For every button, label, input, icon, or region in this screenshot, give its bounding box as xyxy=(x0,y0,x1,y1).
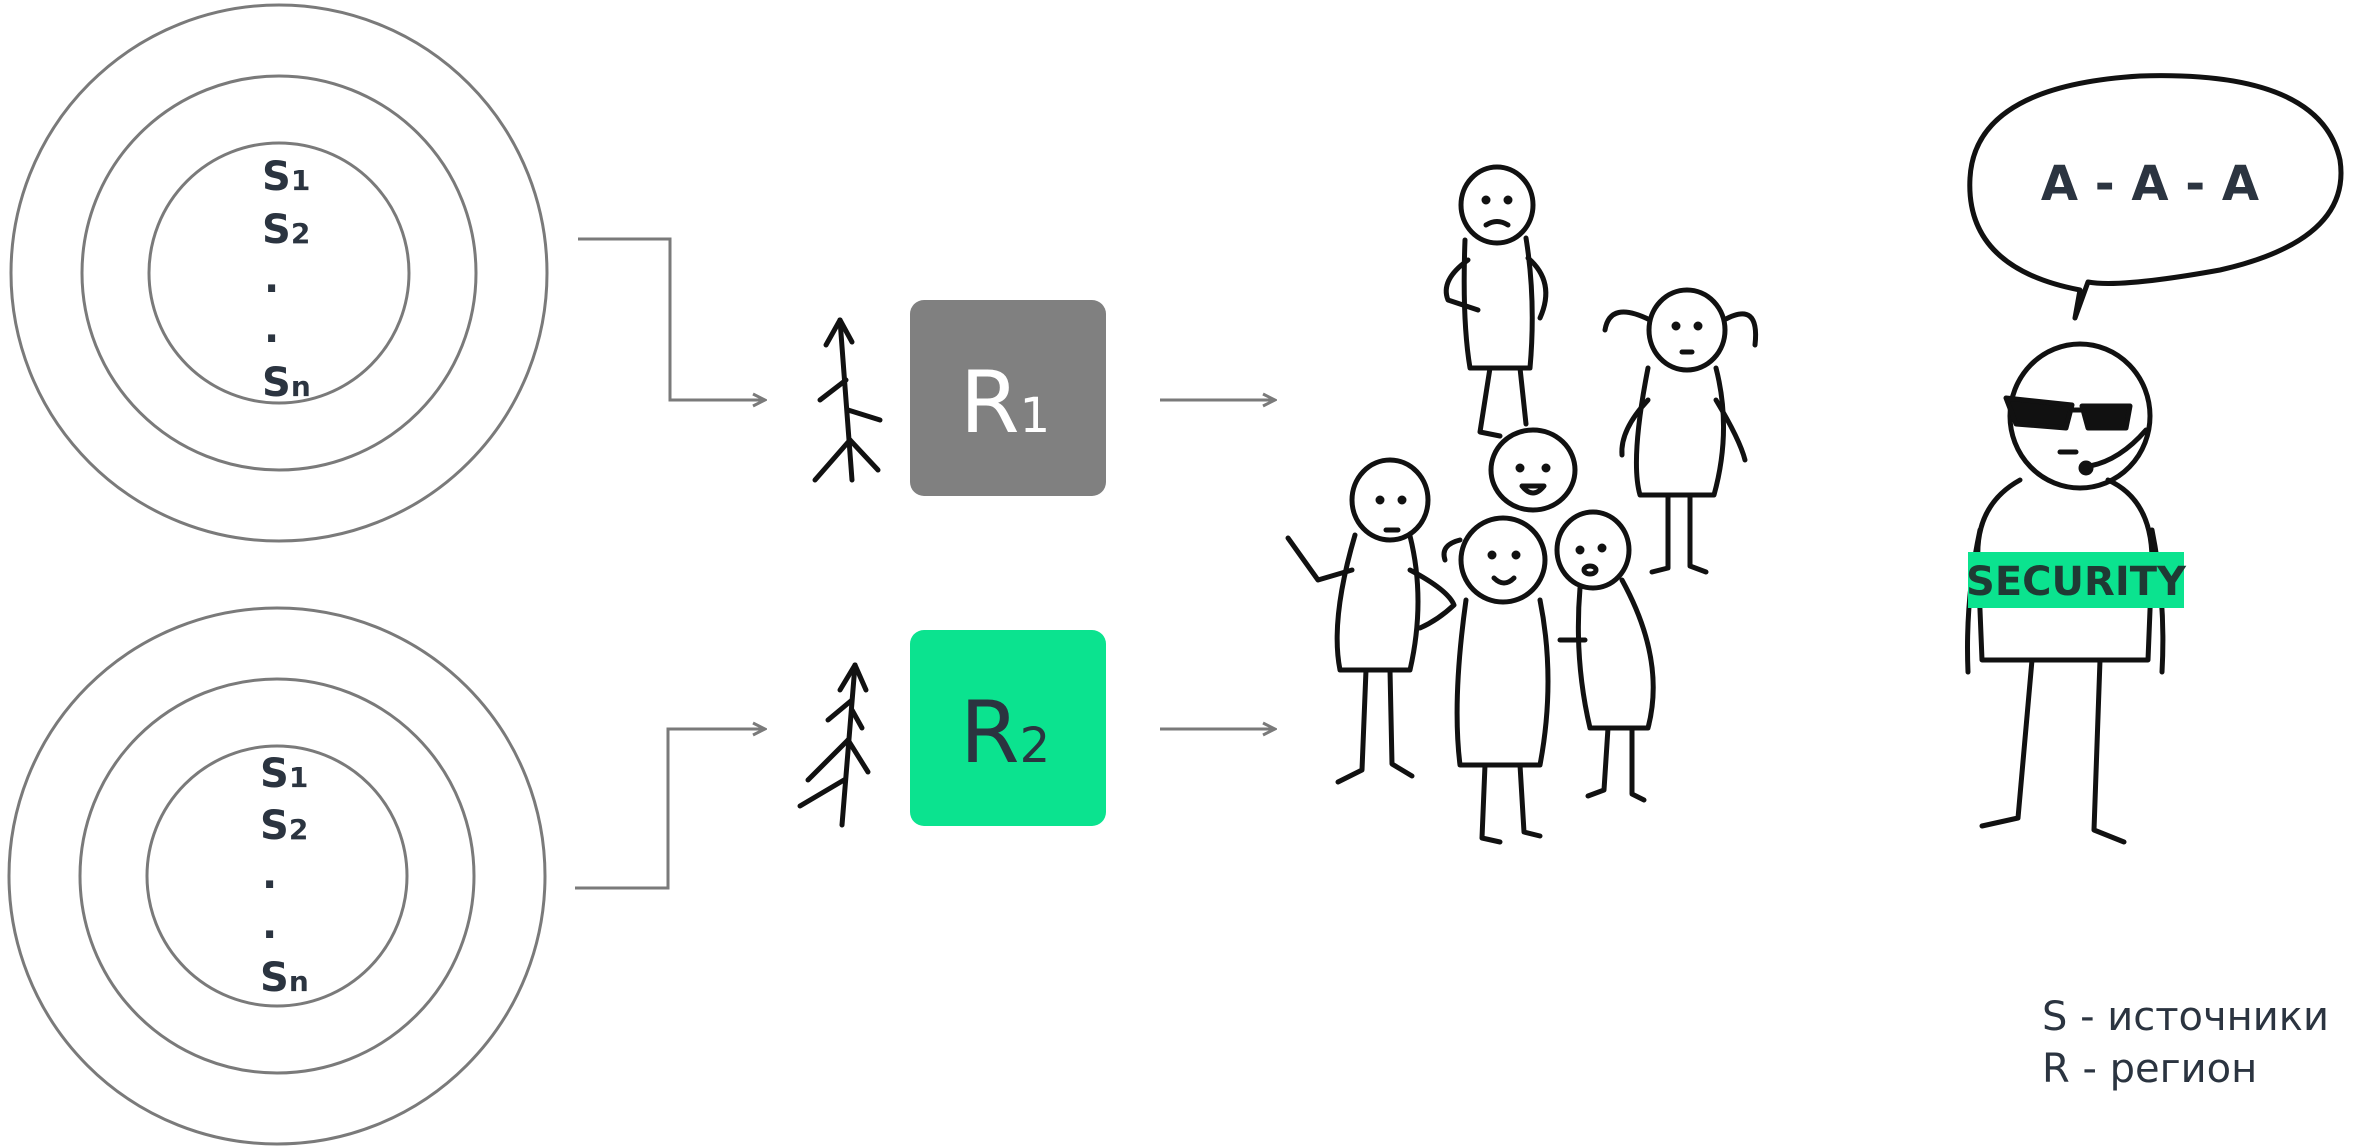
tree-icon xyxy=(812,317,883,483)
connector-arrow-top xyxy=(578,237,765,400)
person-doodle xyxy=(1488,427,1578,513)
source-group-top: S1 S2 . . Sn xyxy=(9,3,549,543)
source-sn: Sn xyxy=(260,955,309,1001)
person-doodle xyxy=(1285,457,1457,785)
region-box-background xyxy=(910,300,1106,496)
legend: S - источники R - регион xyxy=(2042,994,2329,1092)
speech-bubble xyxy=(1967,73,2344,321)
person-doodle xyxy=(1602,287,1759,575)
source-dot: . xyxy=(262,902,277,948)
middle-ring xyxy=(78,677,476,1075)
crowd-of-people-illustration xyxy=(1285,164,1759,845)
source-group-bottom: S1 S2 . . Sn xyxy=(7,606,547,1146)
region-label-r1: R1 xyxy=(960,353,1050,453)
outer-ring xyxy=(9,3,549,543)
guard-body xyxy=(1975,477,2155,663)
headset-microphone-icon xyxy=(2087,427,2149,469)
security-badge-background xyxy=(1968,552,2184,608)
inner-ring xyxy=(147,141,411,405)
region-box-background xyxy=(910,630,1106,826)
person-doodle xyxy=(1443,164,1549,439)
source-sn: Sn xyxy=(262,360,311,406)
source-s1: S1 xyxy=(260,751,308,797)
source-s1: S1 xyxy=(262,154,310,200)
source-s2: S2 xyxy=(260,803,308,849)
guard-head xyxy=(2007,341,2153,491)
legend-region: R - регион xyxy=(2042,1046,2257,1092)
region-box-r2: R2 xyxy=(910,630,1106,826)
inner-ring xyxy=(145,744,409,1008)
source-dot: . xyxy=(262,852,277,898)
source-s2: S2 xyxy=(262,207,310,253)
person-doodle xyxy=(1554,509,1656,803)
tree-icon xyxy=(797,662,871,828)
person-doodle xyxy=(1441,515,1551,845)
source-dot: . xyxy=(264,306,279,352)
region-box-r1: R1 xyxy=(910,300,1106,496)
outer-ring xyxy=(7,606,547,1146)
legend-sources: S - источники xyxy=(2042,994,2329,1040)
source-dot: . xyxy=(264,256,279,302)
security-badge: SECURITY xyxy=(1966,552,2187,608)
middle-ring xyxy=(80,74,478,472)
sunglasses-icon xyxy=(2003,395,2075,431)
region-label-r2: R2 xyxy=(960,683,1050,783)
security-guard-illustration xyxy=(1965,73,2344,845)
connector-arrow-bottom xyxy=(575,729,765,890)
security-badge-label: SECURITY xyxy=(1966,559,2187,605)
speech-bubble-text: A - A - A xyxy=(2041,156,2259,212)
